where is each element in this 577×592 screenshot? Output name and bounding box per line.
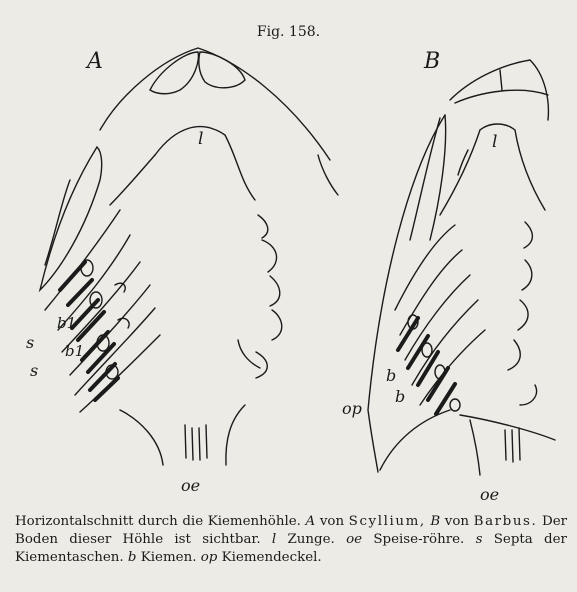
label-b-zunge: l <box>492 132 497 152</box>
caption-a-key: A <box>306 514 316 529</box>
caption-b-key: B <box>430 514 440 529</box>
label-a-zunge: l <box>198 129 203 149</box>
caption-op-text: Kiemendeckel. <box>222 550 322 565</box>
caption-l-text: Zunge. <box>287 532 334 547</box>
caption-a-text: von <box>320 514 344 529</box>
caption-oe-key: oe <box>346 532 362 547</box>
caption-op-key: op <box>201 550 218 565</box>
panel-a-drawing <box>40 48 338 465</box>
label-a-kiemen-1: b1 <box>57 314 76 332</box>
caption-b2-text: Kiemen. <box>141 550 197 565</box>
caption-a-genus: Scyllium, <box>349 514 426 529</box>
label-a-speiseroehre: oe <box>181 476 200 495</box>
gill-cavity-illustration: A B l l s s b1 b1 b b op oe oe <box>0 0 577 510</box>
caption-b-genus: Barbus. <box>474 514 538 529</box>
label-a-kiemen-2: b1 <box>65 342 84 360</box>
label-b-kiemendeckel: op <box>342 399 362 418</box>
caption-b2-key: b <box>128 550 137 565</box>
caption-oe-text: Speise-röhre. <box>373 532 464 547</box>
caption-l-key: l <box>272 532 276 547</box>
panel-a-label: A <box>85 49 103 74</box>
panel-b-label: B <box>423 49 440 74</box>
caption-lead: Horizontalschnitt durch die Kiemenhöhle. <box>15 514 301 529</box>
label-b-speiseroehre: oe <box>480 485 499 504</box>
label-b-kiemen-2: b <box>395 387 405 406</box>
panel-b-drawing <box>368 60 555 475</box>
label-b-kiemen-1: b <box>386 366 396 385</box>
caption-s-key: s <box>476 532 483 547</box>
figure-caption: Horizontalschnitt durch die Kiemenhöhle.… <box>15 513 567 567</box>
caption-b-text: von <box>445 514 469 529</box>
label-a-septa-1: s <box>26 333 34 352</box>
label-a-septa-2: s <box>30 361 38 380</box>
